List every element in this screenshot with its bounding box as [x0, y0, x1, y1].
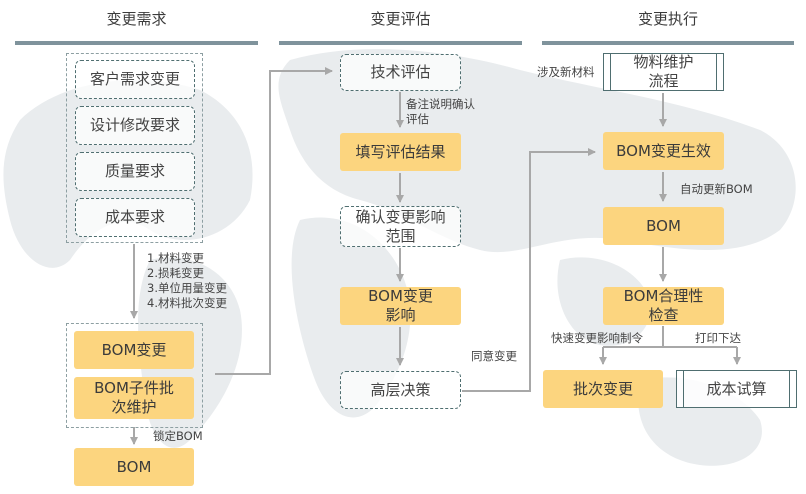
change-list-item: 3.单位用量变更	[147, 281, 227, 295]
new-material-label: 涉及新材料	[537, 65, 595, 79]
auto-update-label: 自动更新BOM	[680, 182, 753, 196]
requests-group	[66, 53, 203, 243]
material-flow-right-rule	[716, 54, 717, 90]
material-flow-left-rule	[610, 54, 611, 90]
fast-change-label: 快速变更影响制令	[551, 331, 643, 345]
request-cost[interactable]: 成本要求	[75, 198, 195, 237]
confirm-scope-box[interactable]: 确认变更影响范围	[340, 206, 461, 247]
print-release-label: 打印下达	[695, 331, 741, 345]
bom-change-box[interactable]: BOM变更	[74, 331, 194, 369]
material-flow-label: 物料维护流程	[633, 53, 694, 90]
bom-box-col1[interactable]: BOM	[74, 448, 194, 486]
arrow-decision-to-bom-effective	[462, 148, 596, 392]
lock-bom-label: 锁定BOM	[153, 429, 203, 443]
request-design[interactable]: 设计修改要求	[75, 106, 195, 145]
cost-trial-left-rule	[683, 371, 684, 407]
note-confirm-label: 备注说明确认评估	[406, 97, 475, 126]
change-list-item: 4.材料批次变更	[147, 296, 227, 310]
request-customer[interactable]: 客户需求变更	[75, 60, 195, 99]
bom-effective-box[interactable]: BOM变更生效	[603, 132, 724, 170]
bom-check-box[interactable]: BOM合理性检查	[603, 287, 724, 325]
agree-change-label: 同意变更	[471, 349, 517, 363]
fill-result-box[interactable]: 填写评估结果	[340, 133, 461, 171]
header-change-evaluation: 变更评估	[370, 10, 431, 28]
change-list-item: 2.损耗变更	[147, 266, 204, 280]
bom-change-group	[66, 323, 203, 428]
header-bar-change-evaluation	[279, 41, 522, 45]
batch-change-box[interactable]: 批次变更	[543, 370, 663, 408]
arrow-bom-group-to-tech-eval	[215, 67, 333, 375]
cost-trial-box[interactable]: 成本试算	[676, 370, 797, 408]
header-bar-change-execution	[542, 41, 794, 45]
header-bar-change-request	[15, 41, 258, 45]
change-list-item: 1.材料变更	[147, 251, 204, 265]
bom-box-col3[interactable]: BOM	[603, 207, 724, 245]
request-quality[interactable]: 质量要求	[75, 152, 195, 191]
header-change-request: 变更需求	[106, 10, 167, 28]
header-change-execution: 变更执行	[637, 10, 698, 28]
bom-impact-box[interactable]: BOM变更影响	[340, 287, 461, 325]
bom-child-batch-box[interactable]: BOM子件批次维护	[74, 377, 194, 419]
tech-eval-box[interactable]: 技术评估	[340, 54, 461, 91]
cost-trial-label: 成本试算	[706, 379, 767, 398]
change-list: 1.材料变更 2.损耗变更 3.单位用量变更 4.材料批次变更	[147, 251, 252, 311]
material-flow-box[interactable]: 物料维护流程	[603, 53, 724, 91]
decision-box[interactable]: 高层决策	[340, 371, 461, 409]
cost-trial-right-rule	[789, 371, 790, 407]
